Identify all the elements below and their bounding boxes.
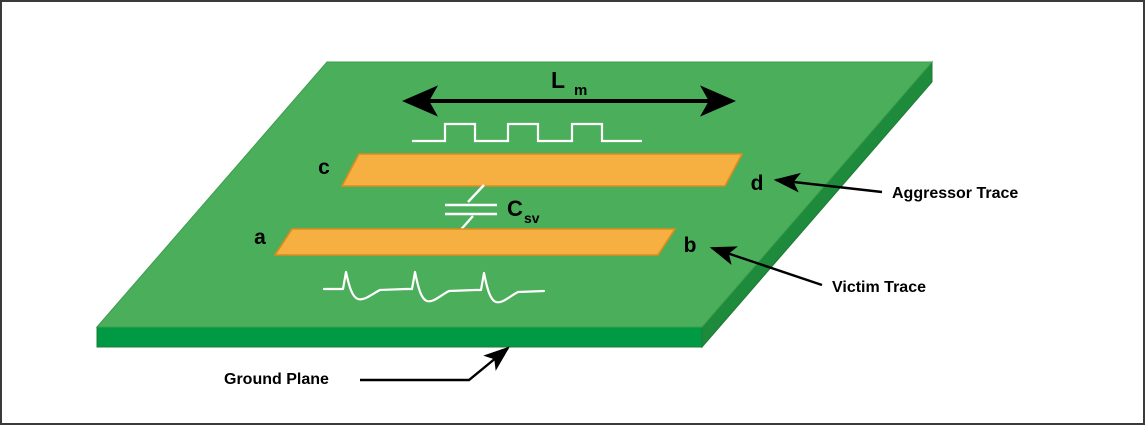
lm-label-subscript: m [574,82,587,99]
aggressor-square-waveform [412,122,642,143]
capacitor-label: C [507,196,523,221]
capacitor-lead-upper [467,184,485,203]
victim-crosstalk-waveform [322,270,546,304]
aggressor-trace-group[interactable]: c d [318,153,764,195]
victim-trace[interactable] [273,228,677,256]
lm-label: L [551,67,565,93]
victim-trace-group[interactable]: a b [254,226,696,257]
node-label-a: a [254,226,266,249]
victim-callout-line [709,246,823,287]
ground-plane-callout-label: Ground Plane [224,371,329,388]
node-label-d: d [751,172,764,195]
callout-aggressor: Aggressor Trace [773,172,1018,202]
capacitor-symbol-icon: C sv [445,184,540,235]
ground-plane-callout-line [360,346,510,382]
aggressor-trace[interactable] [340,153,744,187]
victim-callout-label: Victim Trace [832,279,926,296]
node-label-c: c [318,156,330,179]
callout-victim: Victim Trace [709,246,926,296]
aggressor-callout-label: Aggressor Trace [892,185,1018,202]
dimension-group-lm: L m [402,67,736,117]
board-front-edge [96,326,703,348]
aggressor-callout-line [773,172,883,194]
node-label-b: b [684,234,697,257]
capacitor-label-subscript: sv [524,210,540,226]
callout-ground-plane: Ground Plane [224,346,510,388]
